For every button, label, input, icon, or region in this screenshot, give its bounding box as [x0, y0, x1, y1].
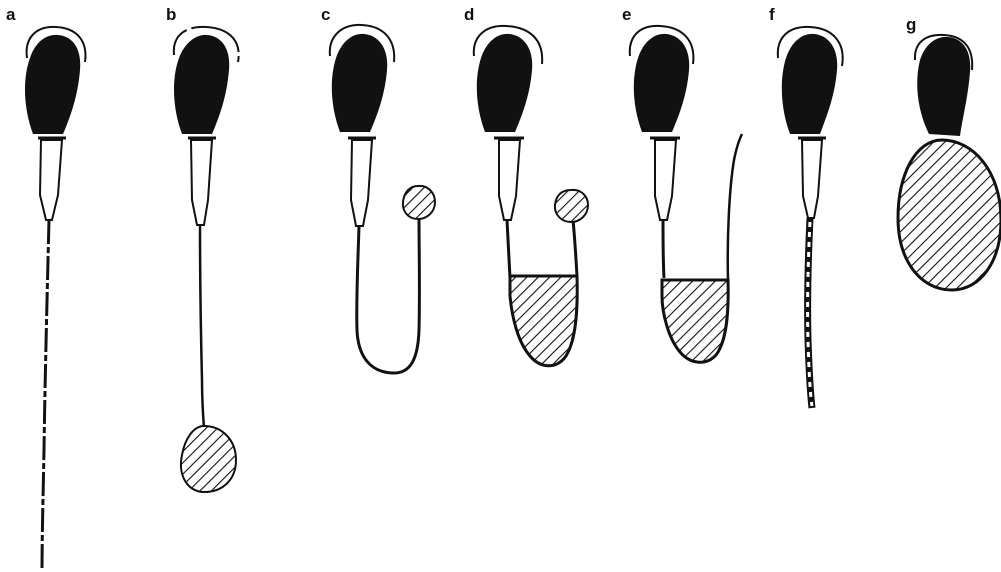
panel-label-a: a [6, 5, 16, 24]
midpiece [499, 140, 520, 220]
cytoplasmic-residue [510, 276, 577, 366]
sperm-head [332, 34, 387, 132]
midpiece [802, 140, 822, 218]
cytoplasmic-droplet [555, 190, 588, 222]
sperm-head [477, 34, 532, 132]
sperm-head [917, 37, 970, 136]
tail [507, 220, 510, 278]
tail [357, 216, 420, 373]
cytoplasmic-residue [662, 280, 728, 362]
large-cytoplasmic-droplet [898, 140, 1001, 290]
panel-a: a [6, 5, 85, 570]
sperm-head [174, 35, 229, 134]
panel-b: b [166, 5, 239, 492]
sperm-head [25, 35, 80, 134]
panel-label-d: d [464, 5, 474, 24]
panel-g: g [898, 15, 1001, 290]
tail [42, 220, 49, 570]
tail [663, 220, 664, 278]
panel-label-f: f [769, 5, 775, 24]
panel-label-b: b [166, 5, 176, 24]
panel-c: c [321, 5, 435, 373]
midpiece [655, 140, 676, 220]
midpiece [40, 140, 62, 220]
tail [200, 225, 204, 428]
tail [728, 134, 742, 280]
panel-f: f [769, 5, 843, 408]
midpiece [351, 140, 372, 226]
cytoplasmic-droplet [403, 186, 435, 219]
tail [573, 220, 577, 276]
sperm-head [782, 34, 837, 134]
midpiece [191, 140, 212, 225]
panel-label-g: g [906, 15, 916, 34]
panel-e: e [622, 5, 742, 362]
cytoplasmic-droplet [181, 426, 236, 492]
panel-d: d [464, 5, 588, 366]
panel-label-e: e [622, 5, 631, 24]
sperm-head [634, 34, 689, 132]
panel-label-c: c [321, 5, 330, 24]
